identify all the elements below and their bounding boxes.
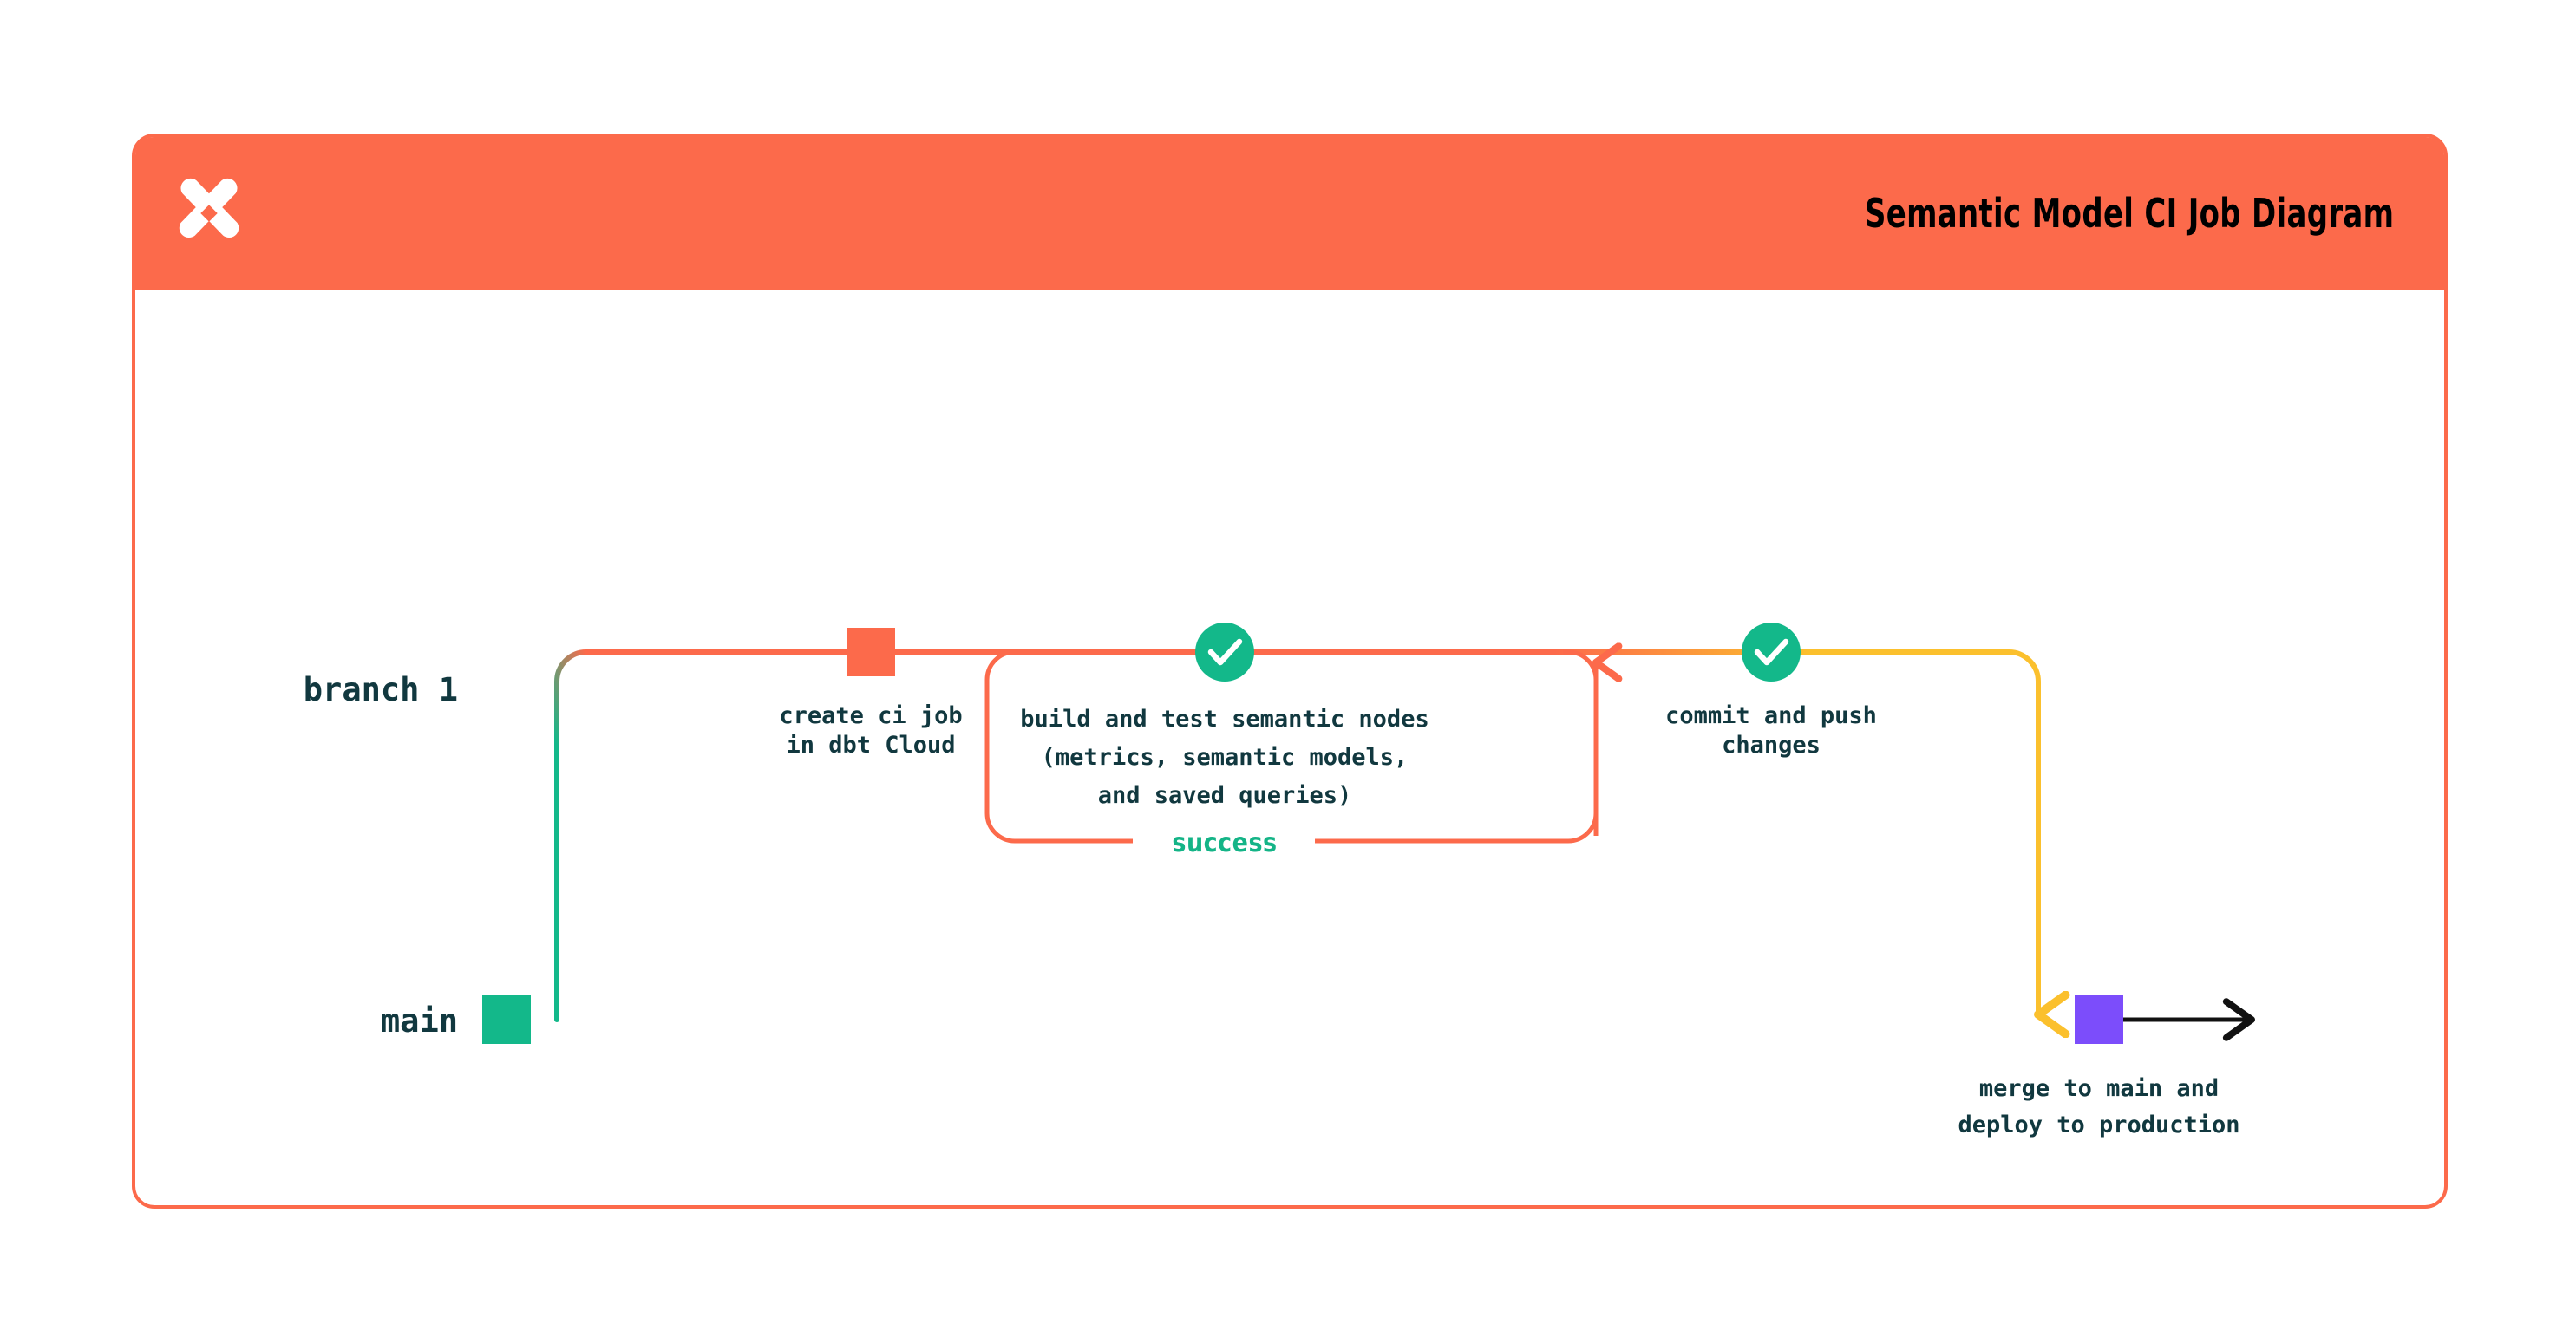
- lane-label-branch: branch 1: [304, 671, 458, 708]
- lane-label-main: main: [381, 1002, 458, 1040]
- node-label-build-and-test: build and test semantic nodes (metrics, …: [1020, 706, 1429, 809]
- svg-text:commit and push: commit and push: [1665, 702, 1877, 729]
- card-header: Semantic Model CI Job Diagram: [135, 137, 2444, 290]
- branch-top-line: [616, 649, 2041, 994]
- node-marker-commit-and-push[interactable]: [1742, 623, 1801, 682]
- svg-text:in dbt Cloud: in dbt Cloud: [786, 732, 955, 759]
- success-loop-edge: success: [984, 652, 1596, 858]
- edge-label-success: success: [1172, 828, 1277, 858]
- check-icon: [1207, 638, 1243, 666]
- svg-text:create ci job: create ci job: [779, 702, 962, 729]
- svg-text:changes: changes: [1722, 732, 1821, 759]
- check-icon: [1754, 638, 1789, 666]
- svg-text:build and test semantic nodes: build and test semantic nodes: [1020, 706, 1429, 733]
- node-marker-main-commit[interactable]: [482, 995, 531, 1044]
- branch-riser-line: [554, 649, 624, 1022]
- node-label-merge-to-main: merge to main and deploy to production: [1958, 1075, 2239, 1138]
- diagram-card: Semantic Model CI Job Diagram: [132, 134, 2448, 1209]
- dbt-logo-icon: [179, 178, 239, 238]
- svg-text:and saved queries): and saved queries): [1098, 782, 1352, 809]
- svg-text:deploy to production: deploy to production: [1958, 1112, 2239, 1138]
- node-marker-merge-to-main[interactable]: [2075, 995, 2123, 1044]
- node-marker-build-and-test[interactable]: [1195, 623, 1254, 682]
- diagram-canvas: success branch 1 main create ci job: [135, 290, 2444, 1209]
- node-label-commit-and-push: commit and push changes: [1665, 702, 1877, 759]
- node-marker-create-ci-job[interactable]: [847, 628, 895, 676]
- page-title: Semantic Model CI Job Diagram: [1864, 190, 2394, 237]
- flow-diagram: success branch 1 main create ci job: [304, 623, 2255, 1138]
- node-label-create-ci-job: create ci job in dbt Cloud: [779, 702, 962, 759]
- svg-text:merge to main and: merge to main and: [1979, 1075, 2219, 1102]
- svg-text:(metrics, semantic models,: (metrics, semantic models,: [1042, 744, 1409, 771]
